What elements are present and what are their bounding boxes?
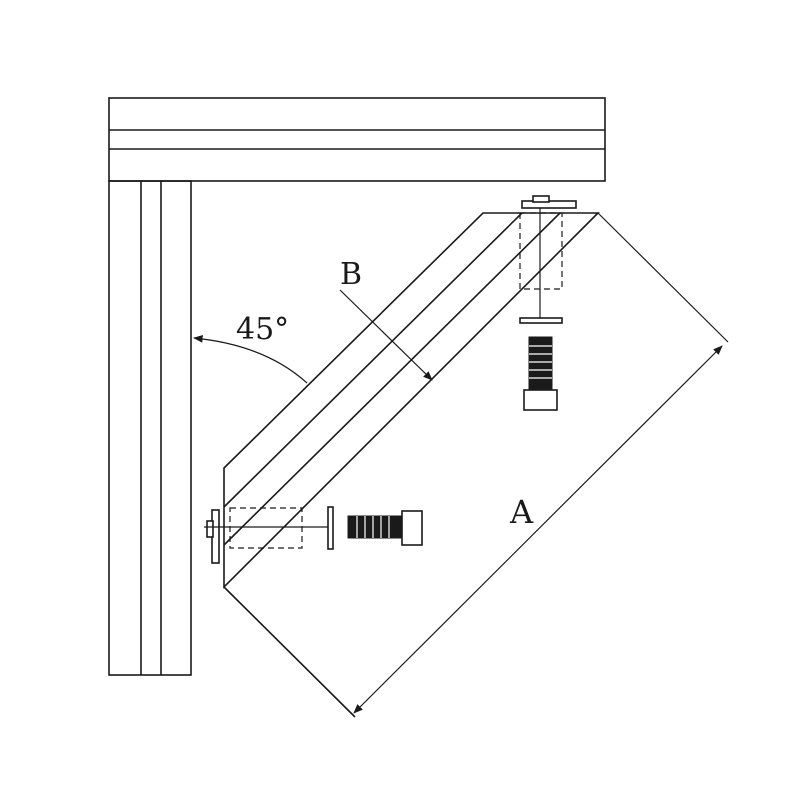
- dimension-a-label: A: [509, 493, 534, 531]
- diagonal-brace: [223, 212, 600, 718]
- left-fastener: [204, 506, 423, 564]
- left-bolt: [347, 510, 423, 546]
- angle-label: 45°: [236, 312, 289, 347]
- dimension-a: [353, 212, 729, 714]
- dimension-b-label: B: [340, 257, 362, 292]
- horizontal-profile: [108, 97, 606, 182]
- top-fastener: [519, 195, 577, 411]
- top-bolt: [523, 336, 558, 411]
- vertical-profile: [108, 180, 192, 676]
- angle-arc: [193, 335, 308, 384]
- dimension-b: [339, 289, 433, 381]
